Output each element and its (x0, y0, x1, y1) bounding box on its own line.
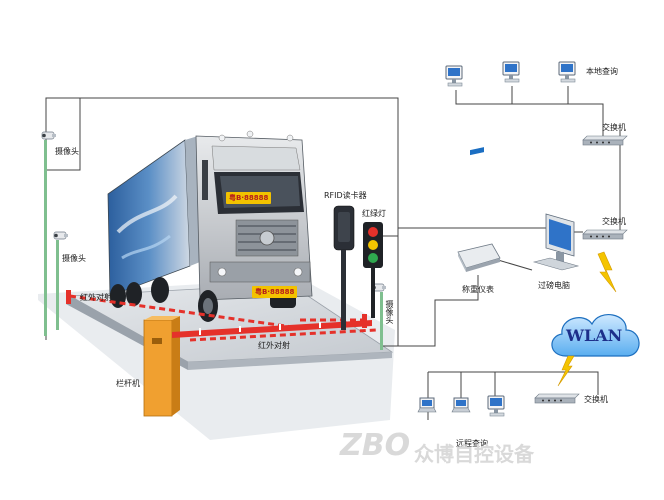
yellow-light-icon (368, 240, 378, 250)
traffic-light-label: 红绿灯 (362, 209, 386, 218)
pc-icon-local-1 (445, 65, 463, 87)
barrier-gate-label: 栏杆机 (116, 379, 140, 388)
infrared-label-bottom: 红外对射 (258, 341, 290, 350)
truck-plate-front: 粤B·88888 (226, 192, 272, 204)
camera-label-mid: 摄像头 (62, 254, 86, 263)
barrier-gate (143, 316, 372, 417)
wlan-cloud-icon (551, 314, 640, 357)
weighing-pc (532, 213, 580, 271)
truck-plate-bumper: 粤B·88888 (252, 286, 298, 298)
pc-icon-local-2 (502, 61, 520, 83)
switch-icon-bottom (534, 393, 580, 404)
local-query-label: 本地查询 (586, 67, 618, 76)
laptop-icon-remote-2 (451, 397, 471, 413)
switch-icon-top (582, 135, 628, 146)
green-light-icon (368, 253, 378, 263)
weighing-pc-label: 过磅电脑 (538, 281, 570, 290)
scale-platform-front (188, 352, 392, 370)
infrared-post-left (66, 290, 71, 304)
laptop-icon-remote-1 (417, 397, 437, 413)
camera-label-top: 摄像头 (55, 147, 79, 156)
wlan-label: WLAN (566, 326, 623, 345)
rfid-reader-label: RFID读卡器 (324, 191, 367, 200)
remote-query-label: 远程查询 (456, 439, 488, 448)
lightning-icon-top (597, 251, 617, 293)
infrared-label-top: 红外对射 (80, 293, 112, 302)
camera-pole-right (380, 292, 383, 350)
switch-label-mid: 交换机 (602, 217, 626, 226)
camera-pole-mid (56, 240, 59, 330)
pc-icon-remote-3 (487, 395, 505, 417)
watermark-company: 众博自控设备 (414, 442, 534, 466)
camera-label-right: 摄像头 (385, 300, 394, 324)
traffic-light (363, 222, 383, 318)
pc-icon-local-3 (558, 61, 576, 83)
camera-pole-left (44, 140, 47, 336)
infrared-beam-bottom (189, 328, 377, 342)
switch-label-bottom: 交换机 (584, 395, 608, 404)
camera-icon-mid (53, 231, 69, 240)
red-light-icon (368, 227, 378, 237)
lightning-icon-bottom (557, 355, 575, 387)
weighing-indicator (457, 147, 501, 272)
infrared-beam-top (69, 294, 301, 330)
watermark-logo: ZBO (340, 428, 411, 463)
camera-icon-top (41, 131, 57, 140)
switch-label-top: 交换机 (602, 123, 626, 132)
switch-icon-mid (582, 229, 628, 240)
weighing-indicator-label: 称重仪表 (462, 285, 494, 294)
rfid-reader (333, 205, 355, 330)
